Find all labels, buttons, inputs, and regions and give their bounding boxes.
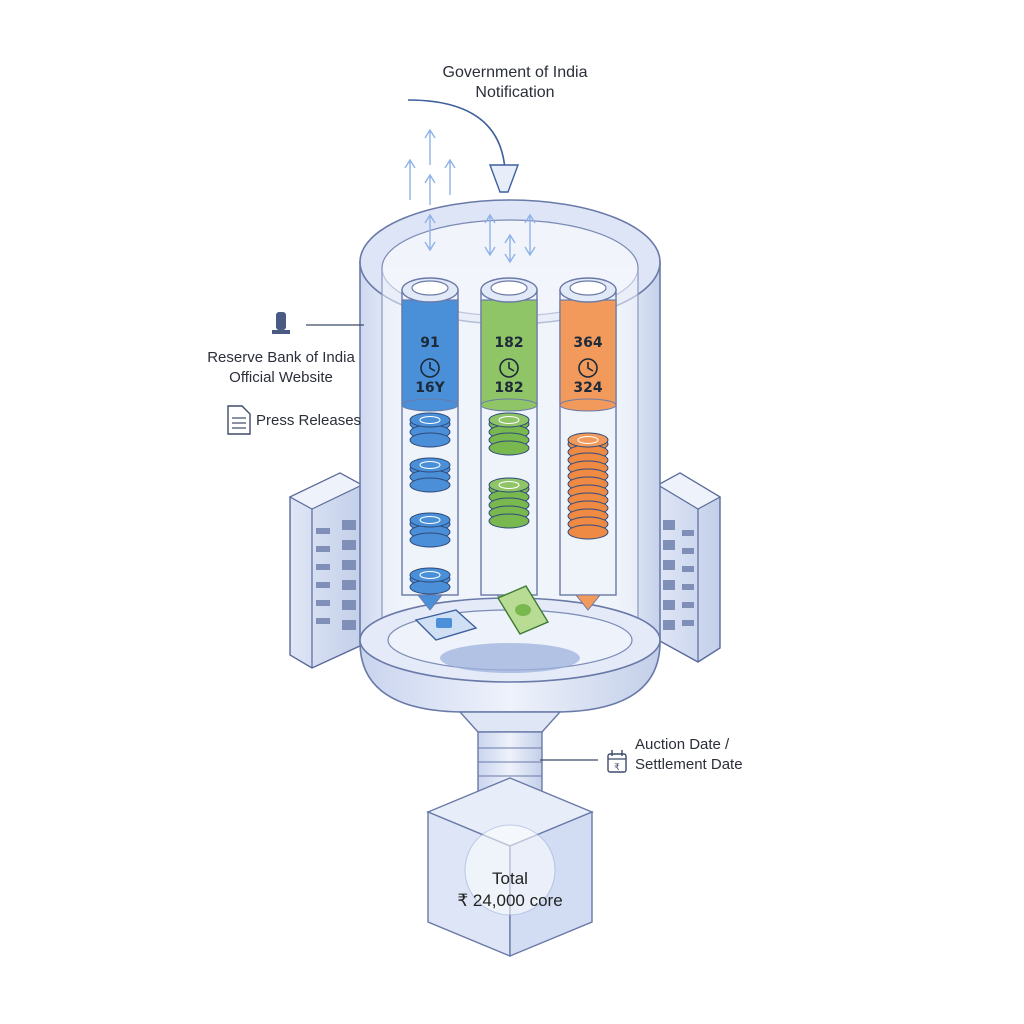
rbi-label: Reserve Bank of India Official Website [196, 348, 366, 388]
server-left-icon [288, 472, 364, 669]
press-releases-label: Press Releases [256, 412, 362, 429]
emblem-icon [272, 312, 290, 334]
svg-text:₹: ₹ [614, 763, 620, 773]
coin-stack [567, 432, 609, 540]
tube-2-top: 182 [494, 335, 524, 351]
coin-stack [409, 567, 451, 595]
coin-stack [488, 477, 530, 529]
tube-1 [401, 277, 459, 611]
clock-icon [420, 358, 440, 378]
tube-3-bottom: 324 [573, 380, 603, 396]
coin-stack [409, 512, 451, 548]
coin-stack [488, 412, 530, 456]
tube-1-top: 91 [420, 335, 440, 351]
dates-line1: Auction Date / [635, 736, 730, 753]
dates-line2: Settlement Date [635, 756, 743, 773]
notification-line1: Government of India [442, 64, 588, 81]
notification-arrow-icon [407, 99, 520, 193]
flow-arrows [404, 128, 536, 264]
rbi-line2: Official Website [229, 369, 333, 386]
document-icon [227, 405, 251, 435]
total-cube [426, 777, 594, 958]
server-right-icon [656, 472, 722, 663]
tube-2 [480, 277, 538, 611]
bill-green-icon [496, 585, 550, 635]
bill-blue-icon [414, 609, 478, 641]
tube-2-bottom: 182 [494, 380, 524, 396]
tube-3-top: 364 [573, 335, 603, 351]
clock-icon [499, 358, 519, 378]
calendar-icon: ₹ [607, 750, 627, 773]
tube-1-bottom: 16Y [415, 380, 445, 396]
notification-title: Government of India Notification [390, 63, 640, 103]
coin-stack [409, 412, 451, 448]
dates-label: Auction Date / Settlement Date [635, 735, 743, 775]
rbi-line1: Reserve Bank of India [207, 349, 355, 366]
notification-line2: Notification [475, 84, 555, 101]
coin-stack [409, 457, 451, 493]
total-label: Total ₹ 24,000 core [430, 868, 590, 912]
tube-3 [559, 277, 617, 611]
total-line1: Total [492, 869, 528, 888]
total-line2: ₹ 24,000 core [457, 891, 563, 910]
clock-icon [578, 358, 598, 378]
tubes-group [401, 277, 617, 611]
